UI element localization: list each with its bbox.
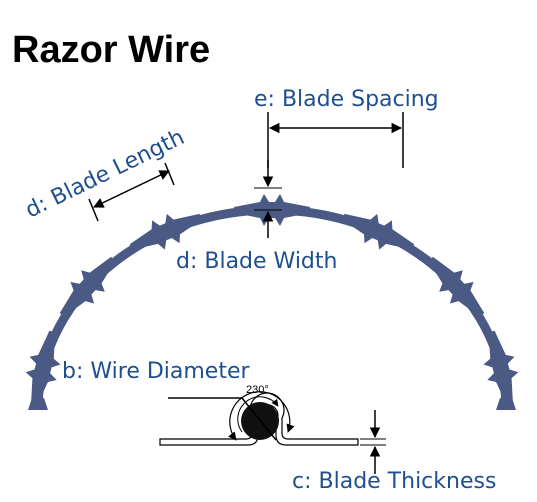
blade-barb bbox=[25, 330, 61, 406]
blade-spacing-dimension bbox=[267, 112, 404, 168]
blade-barb bbox=[129, 213, 202, 250]
wire-cross-section: 230° bbox=[159, 384, 359, 446]
blade-barb bbox=[342, 213, 415, 250]
page-title: Razor Wire bbox=[12, 29, 210, 71]
wrap-arc-arrow bbox=[228, 391, 295, 441]
blade-width-dimension bbox=[254, 160, 282, 238]
inner-arc-arrow bbox=[237, 396, 279, 433]
blade-barb bbox=[483, 330, 519, 406]
blade-thickness-label: c: Blade Thickness bbox=[292, 469, 496, 494]
blade-length-dimension bbox=[88, 162, 175, 222]
blade-width-label: d: Blade Width bbox=[176, 249, 337, 274]
blade-spacing-label: e: Blade Spacing bbox=[254, 87, 439, 112]
wire-end-right bbox=[496, 398, 516, 410]
wire-end-left bbox=[28, 398, 48, 410]
blade-thickness-dimension bbox=[360, 410, 386, 474]
wrap-angle-label: 230° bbox=[246, 384, 269, 396]
wire-diameter-label: b: Wire Diameter bbox=[62, 359, 251, 384]
blade-barb bbox=[59, 256, 116, 317]
blade-barb bbox=[428, 256, 485, 317]
